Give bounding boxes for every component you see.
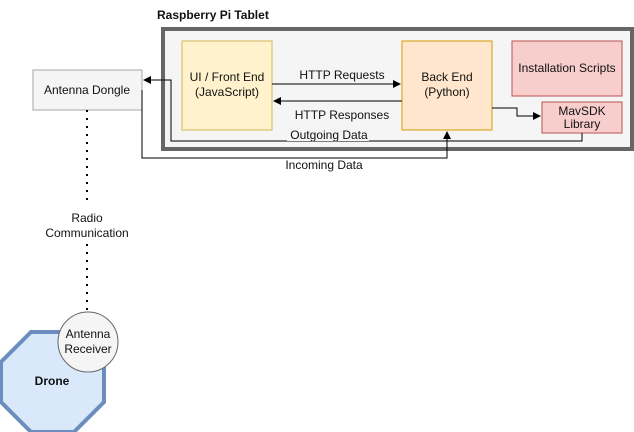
backend-label-line1: Back End — [421, 70, 472, 84]
installation-scripts-box — [511, 40, 623, 97]
incoming-data-label: Incoming Data — [285, 158, 363, 172]
installation-scripts-label: Installation Scripts — [518, 61, 615, 75]
frontend-box — [181, 40, 273, 131]
antenna-receiver-circle — [57, 311, 119, 373]
outgoing-data-arrow — [143, 76, 583, 142]
container-title: Raspberry Pi Tablet — [157, 8, 269, 22]
receiver-label-line2: Receiver — [64, 342, 111, 356]
mavsdk-label-line1: MavSDK — [558, 104, 605, 118]
mavsdk-label-line2: Library — [564, 117, 601, 131]
drone-label: Drone — [35, 374, 70, 388]
frontend-label-line1: UI / Front End — [190, 70, 265, 84]
frontend-label-line2: (JavaScript) — [195, 85, 259, 99]
backend-box — [401, 40, 493, 131]
receiver-label-line1: Antenna — [66, 327, 111, 341]
incoming-data-arrow — [141, 90, 451, 159]
radio-label-line2: Communication — [45, 226, 128, 240]
http-requests-label: HTTP Requests — [299, 68, 384, 82]
antenna-dongle-label: Antenna Dongle — [44, 83, 130, 97]
antenna-dongle-box — [32, 69, 143, 111]
backend-to-mavsdk-arrow — [492, 107, 541, 120]
outgoing-label-background — [287, 128, 369, 141]
outgoing-data-label: Outgoing Data — [290, 128, 368, 142]
mavsdk-box — [541, 101, 623, 134]
radio-label-line1: Radio — [71, 211, 103, 225]
http-responses-label: HTTP Responses — [295, 108, 389, 122]
backend-label-line2: (Python) — [424, 85, 469, 99]
